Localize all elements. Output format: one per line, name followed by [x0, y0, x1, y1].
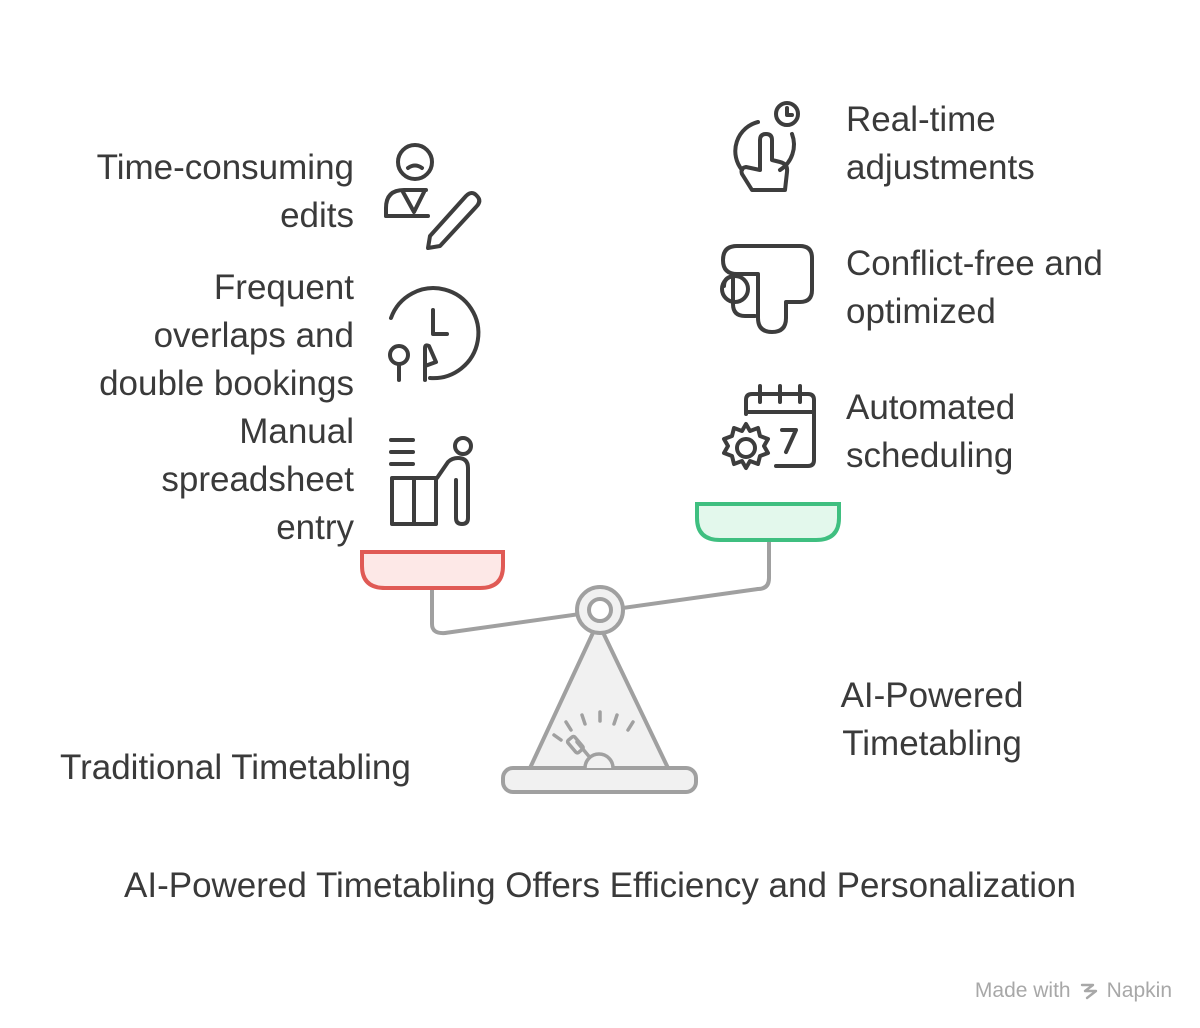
right-item-3-line-2: scheduling [846, 436, 1014, 475]
left-item-2-line-1: Frequent [213, 268, 354, 307]
watermark-prefix: Made with [974, 979, 1071, 1002]
left-item-time-consuming-edits: Time-consuming edits [97, 144, 354, 240]
watermark-brand: Napkin [1106, 979, 1172, 1002]
right-side-title-line-2: Timetabling [842, 724, 1022, 763]
left-item-1-line-1: Time-consuming [96, 148, 354, 187]
right-item-conflict-free: Conflict-free and optimized [846, 240, 1103, 336]
left-item-1-line-2: edits [280, 196, 354, 235]
left-hanger [430, 586, 447, 636]
left-item-manual-entry: Manual spreadsheet entry [161, 408, 354, 552]
scale-stand [528, 620, 670, 770]
napkin-logo-icon [1080, 983, 1097, 1000]
right-item-automated-scheduling: Automated scheduling [846, 384, 1015, 480]
right-item-2-line-2: optimized [846, 292, 996, 331]
diagram-caption: AI-Powered Timetabling Offers Efficiency… [124, 866, 1076, 905]
left-item-3-line-2: spreadsheet [161, 460, 354, 499]
gauge-icon [552, 710, 635, 770]
left-pan [360, 550, 505, 590]
right-item-1-line-1: Real-time [846, 100, 996, 139]
left-item-3-line-3: entry [276, 508, 354, 547]
right-item-3-line-1: Automated [846, 388, 1016, 427]
right-pan [695, 502, 841, 542]
right-hanger [756, 538, 771, 591]
left-item-3-line-1: Manual [239, 412, 354, 451]
desk-worker-icon [389, 436, 473, 526]
right-item-2-line-1: Conflict-free and [846, 244, 1103, 283]
calendar-gear-icon [722, 384, 816, 470]
touch-timer-icon [733, 101, 800, 192]
left-item-2-line-2: overlaps and [153, 316, 354, 355]
left-item-2-line-3: double bookings [99, 364, 354, 403]
scale-base [501, 766, 698, 794]
clock-pins-icon [388, 286, 481, 382]
napkin-watermark[interactable]: Made with Napkin [975, 979, 1172, 1003]
left-side-title: Traditional Timetabling [60, 748, 411, 787]
right-item-1-line-2: adjustments [846, 148, 1035, 187]
right-side-title: AI-Powered Timetabling [800, 672, 1064, 768]
left-item-frequent-overlaps: Frequent overlaps and double bookings [99, 264, 354, 408]
right-item-real-time-adjustments: Real-time adjustments [846, 96, 1035, 192]
path-route-icon [720, 244, 814, 334]
scale-pivot-inner [587, 597, 613, 623]
right-side-title-line-1: AI-Powered [840, 676, 1024, 715]
person-edit-icon [384, 143, 482, 250]
